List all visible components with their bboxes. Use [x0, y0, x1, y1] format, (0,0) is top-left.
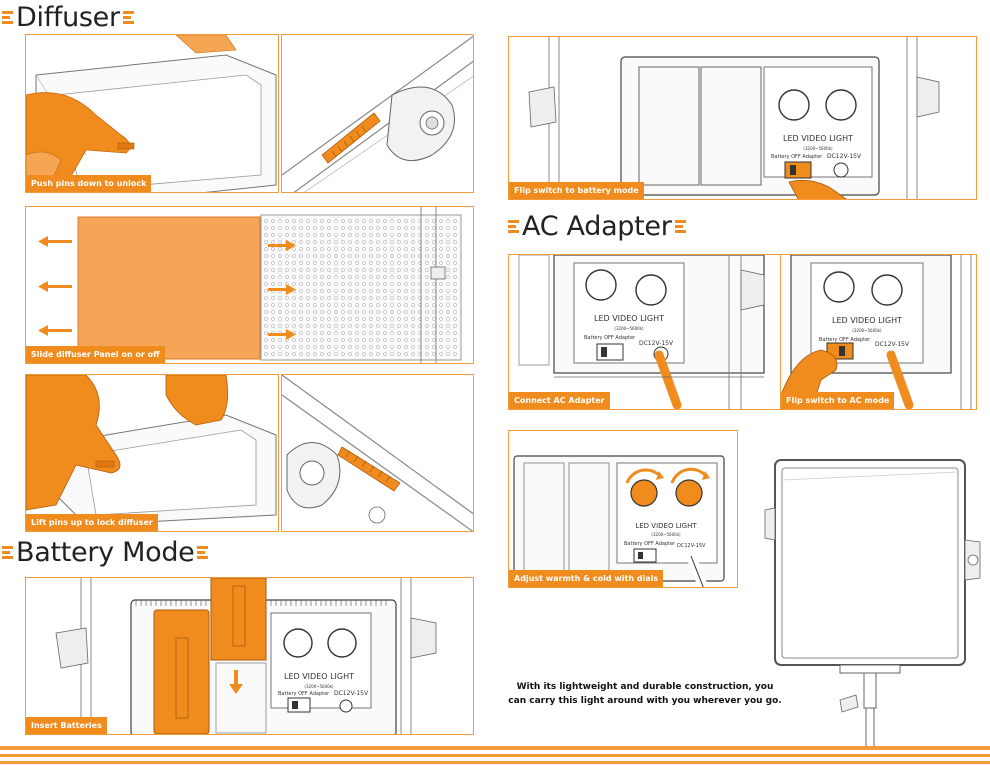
battery-mode-title: Battery Mode [16, 537, 195, 568]
adjust-dials-panel: LED VIDEO LIGHT (3200~5600k) Battery OFF… [508, 430, 738, 588]
adjust-dials-illustration: LED VIDEO LIGHT (3200~5600k) Battery OFF… [513, 455, 725, 587]
switch-label: Battery OFF Adapter [819, 337, 871, 343]
device-label: LED VIDEO LIGHT [635, 522, 697, 530]
header-bars-icon [197, 546, 209, 559]
lift-pins-caption: Lift pins up to lock diffuser [26, 514, 158, 531]
flip-battery-panel: LED VIDEO LIGHT (3200~5600k) Battery OFF… [508, 36, 977, 200]
connect-ac-caption: Connect AC Adapter [509, 392, 610, 409]
bottom-divider [0, 761, 990, 764]
dc-label: DC12V-15V [827, 153, 862, 160]
header-bars-icon [508, 220, 519, 233]
bottom-divider [0, 754, 990, 757]
insert-batteries-illustration: LED VIDEO LIGHT (3200~5600k) Battery OFF… [55, 578, 437, 734]
dc-label: DC12V-15V [334, 690, 369, 697]
slide-diffuser-panel: Slide diffuser Panel on or off [25, 206, 474, 364]
diffuser-title: Diffuser [16, 2, 120, 33]
device-label: LED VIDEO LIGHT [832, 316, 902, 325]
connect-ac-panel: LED VIDEO LIGHT (3200~5600k) Battery OFF… [508, 254, 808, 410]
push-pins-panel: Push pins down to unlock [25, 34, 279, 193]
slide-diffuser-caption: Slide diffuser Panel on or off [26, 346, 165, 363]
battery-mode-header: Battery Mode [2, 537, 209, 568]
tagline-line-2: can carry this light around with you whe… [508, 696, 782, 706]
pin-closeup-illustration [282, 35, 473, 192]
slide-diffuser-illustration [38, 207, 462, 363]
switch-label: Battery OFF Adapter [771, 154, 823, 160]
tagline-line-1: With its lightweight and durable constru… [516, 682, 774, 692]
pin-closeup-panel [281, 34, 474, 193]
push-pins-illustration [26, 35, 277, 192]
lift-pins-illustration [26, 375, 277, 526]
ac-adapter-title: AC Adapter [522, 211, 672, 242]
insert-batteries-caption: Insert Batteries [26, 717, 107, 734]
dc-label: DC12V-15V [677, 543, 706, 549]
flip-battery-illustration: LED VIDEO LIGHT (3200~5600k) Battery OFF… [528, 37, 940, 199]
lift-pins-panel: Lift pins up to lock diffuser [25, 374, 279, 532]
connect-ac-illustration: LED VIDEO LIGHT (3200~5600k) Battery OFF… [518, 255, 765, 409]
tagline: With its lightweight and durable constru… [495, 680, 795, 708]
device-label: LED VIDEO LIGHT [594, 314, 664, 323]
light-on-stand-illustration [764, 459, 981, 750]
header-bars-icon [2, 546, 13, 559]
switch-label: Battery OFF Adapter [584, 335, 636, 341]
flip-ac-caption: Flip switch to AC mode [781, 392, 895, 409]
device-range: (3200~5600k) [614, 326, 644, 331]
dc-label: DC12V-15V [875, 341, 910, 348]
device-label: LED VIDEO LIGHT [783, 134, 853, 143]
diffuser-header: Diffuser [2, 2, 134, 33]
adjust-dials-caption: Adjust warmth & cold with dials [509, 570, 664, 587]
switch-label: Battery OFF Adapter [278, 691, 330, 697]
ac-adapter-header: AC Adapter [508, 211, 686, 242]
device-range: (3200~5600k) [651, 532, 681, 537]
pin-closeup-2-illustration [282, 375, 473, 531]
flip-battery-caption: Flip switch to battery mode [509, 182, 644, 199]
insert-batteries-panel: LED VIDEO LIGHT (3200~5600k) Battery OFF… [25, 577, 474, 735]
device-range: (3200~5600k) [852, 328, 882, 333]
pin-closeup-2-panel [281, 374, 474, 532]
bottom-divider [0, 746, 990, 750]
push-pins-caption: Push pins down to unlock [26, 175, 152, 192]
flip-ac-panel: LED VIDEO LIGHT (3200~5600k) Battery OFF… [780, 254, 977, 410]
header-bars-icon [674, 220, 686, 233]
header-bars-icon [122, 11, 134, 24]
device-range: (3200~5600k) [803, 146, 833, 151]
switch-label: Battery OFF Adapter [624, 541, 676, 547]
flip-ac-illustration: LED VIDEO LIGHT (3200~5600k) Battery OFF… [781, 255, 972, 409]
device-label: LED VIDEO LIGHT [284, 672, 354, 681]
header-bars-icon [2, 11, 13, 24]
device-range: (3200~5600k) [304, 684, 334, 689]
dc-label: DC12V-15V [639, 340, 674, 347]
